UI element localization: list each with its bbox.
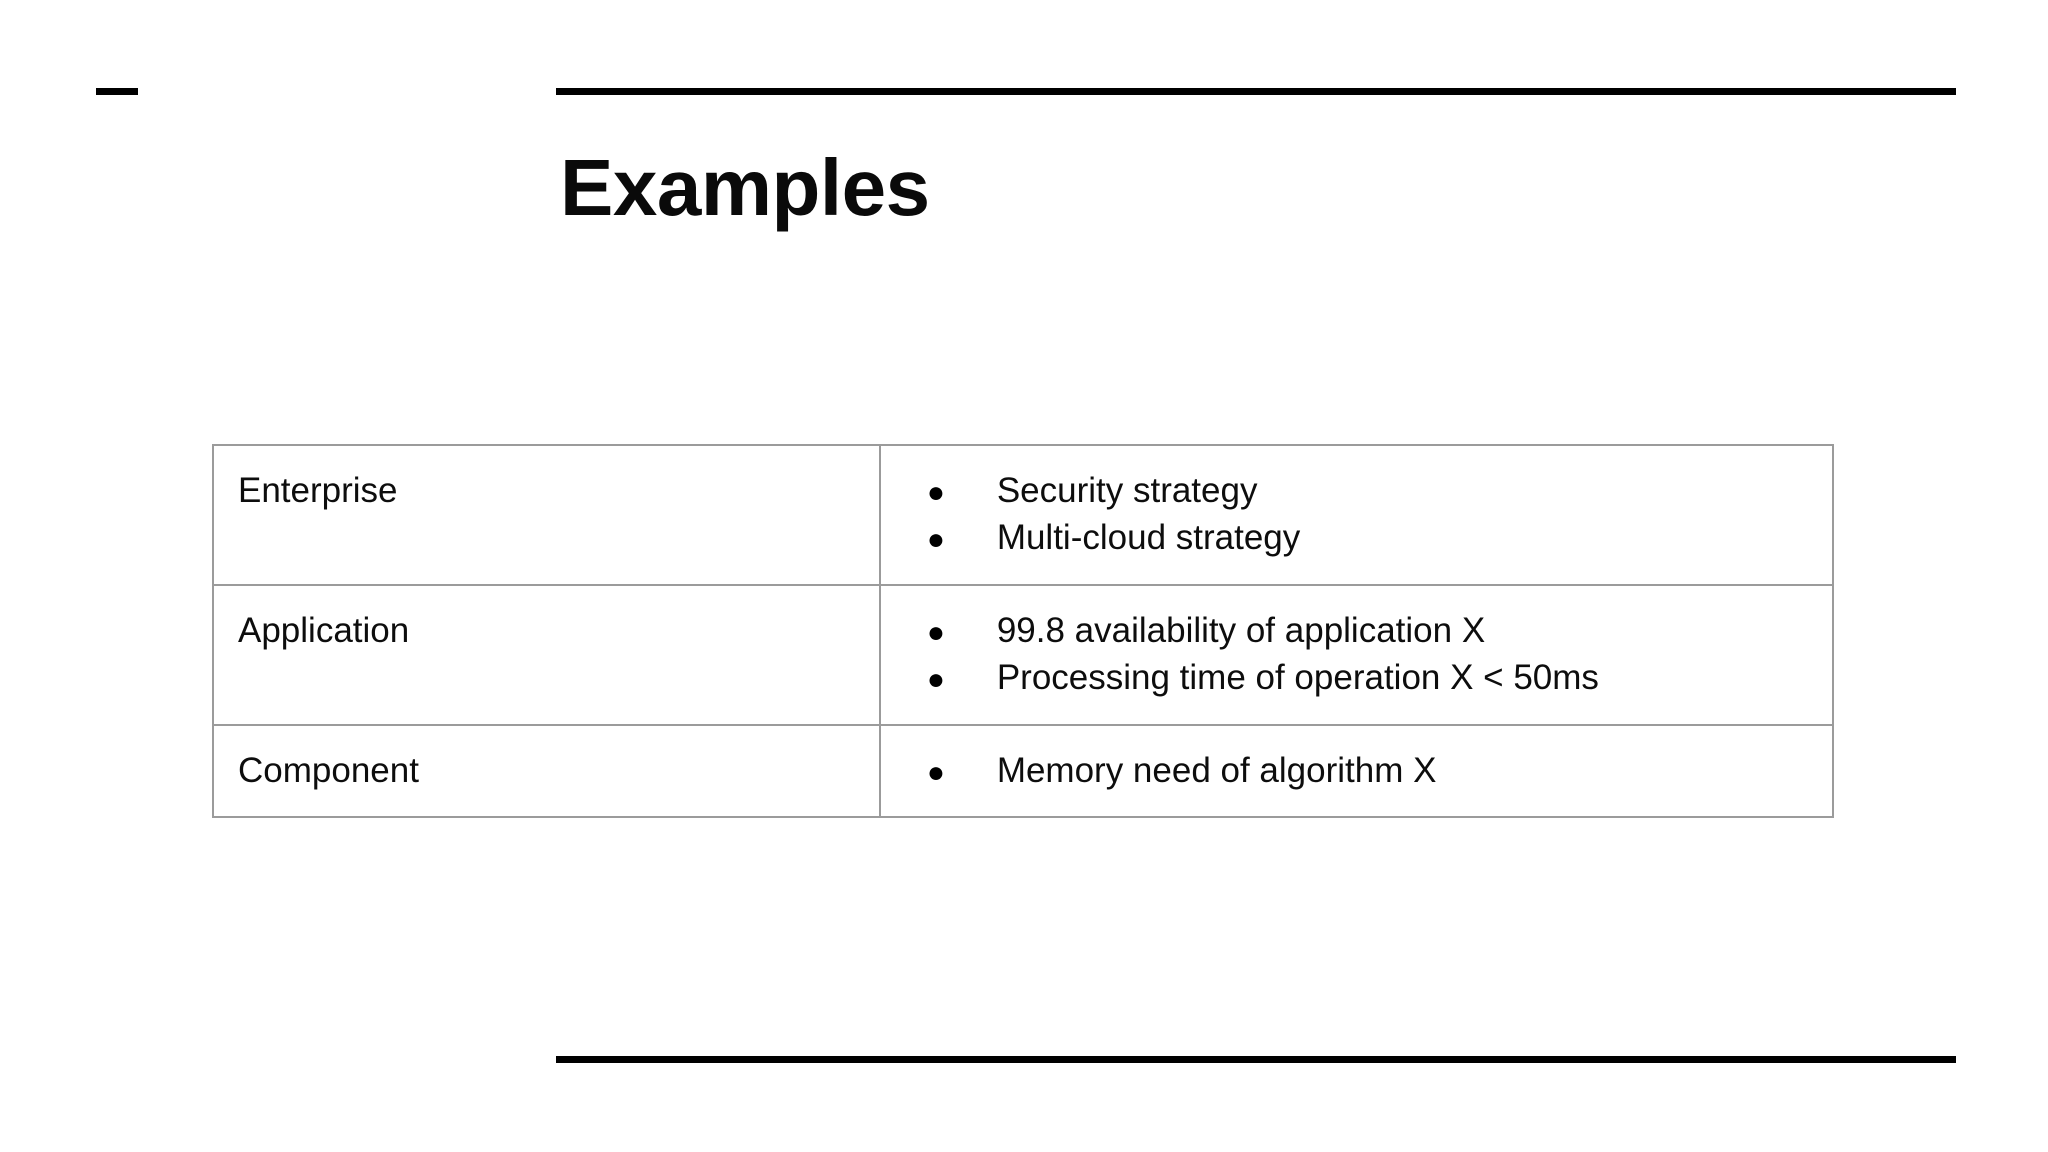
level-label: Component bbox=[238, 750, 419, 790]
table-row: Application ● 99.8 availability of appli… bbox=[212, 583, 1835, 726]
table-cell-examples: ● 99.8 availability of application X ● P… bbox=[878, 583, 1835, 726]
bullet-list: ● Memory need of algorithm X bbox=[881, 748, 1832, 795]
bullet-list: ● 99.8 availability of application X ● P… bbox=[881, 608, 1832, 702]
bottom-horizontal-rule bbox=[556, 1056, 1956, 1063]
bullet-dot-icon: ● bbox=[926, 662, 945, 696]
table-row: Enterprise ● Security strategy ● Multi-c… bbox=[212, 444, 1835, 586]
list-item: ● Security strategy bbox=[881, 468, 1832, 515]
page-title: Examples bbox=[560, 143, 930, 232]
table-cell-level: Enterprise bbox=[212, 444, 881, 586]
table-cell-examples: ● Security strategy ● Multi-cloud strate… bbox=[878, 444, 1835, 586]
list-item-text: Security strategy bbox=[996, 471, 1258, 510]
table-cell-level: Application bbox=[212, 583, 881, 726]
bullet-dot-icon: ● bbox=[926, 755, 945, 789]
examples-list-wrapper: ● 99.8 availability of application X ● P… bbox=[881, 586, 1832, 724]
examples-list-wrapper: ● Memory need of algorithm X bbox=[881, 726, 1832, 817]
bullet-dot-icon: ● bbox=[926, 615, 945, 649]
table-cell-examples: ● Memory need of algorithm X bbox=[878, 723, 1835, 819]
list-item-text: 99.8 availability of application X bbox=[996, 610, 1486, 650]
table-row: Component ● Memory need of algorithm X bbox=[212, 723, 1835, 819]
list-item-text: Memory need of algorithm X bbox=[996, 750, 1437, 790]
corner-dash-mark bbox=[96, 88, 138, 95]
bullet-dot-icon: ● bbox=[926, 476, 945, 509]
list-item: ● Processing time of operation X < 50ms bbox=[881, 655, 1832, 702]
table-cell-level: Component bbox=[212, 723, 881, 819]
level-label: Application bbox=[238, 610, 410, 650]
bullet-list: ● Security strategy ● Multi-cloud strate… bbox=[881, 468, 1832, 562]
top-horizontal-rule bbox=[556, 88, 1956, 95]
list-item: ● 99.8 availability of application X bbox=[881, 608, 1832, 655]
bullet-dot-icon: ● bbox=[926, 522, 945, 556]
examples-list-wrapper: ● Security strategy ● Multi-cloud strate… bbox=[881, 446, 1832, 584]
list-item-text: Multi-cloud strategy bbox=[996, 517, 1301, 557]
list-item-text: Processing time of operation X < 50ms bbox=[996, 657, 1599, 697]
list-item: ● Multi-cloud strategy bbox=[881, 515, 1832, 562]
examples-table: Enterprise ● Security strategy ● Multi-c… bbox=[212, 444, 1835, 819]
list-item: ● Memory need of algorithm X bbox=[881, 748, 1832, 795]
level-label: Enterprise bbox=[238, 471, 398, 510]
